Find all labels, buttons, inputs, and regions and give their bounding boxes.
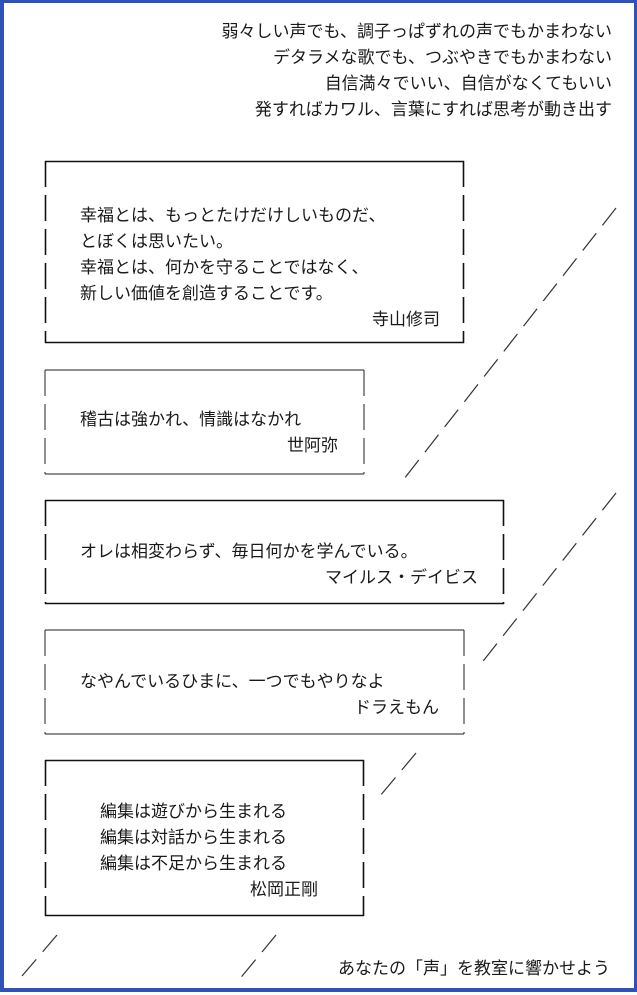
quote-card: なやんでいるひまに、一つでもやりなよ ドラえもん (44, 629, 465, 735)
quote-text-line: 編集は対話から生まれる (100, 828, 287, 848)
intro-line: 発すればカワル、言葉にすれば思考が動き出す (254, 100, 612, 120)
quote-card-border (44, 759, 365, 917)
quote-text-line: なやんでいるひまに、一つでもやりなよ (80, 672, 385, 692)
intro-line: 弱々しい声でも、調子っぱずれの声でもかまわない (221, 22, 613, 42)
quote-text-line: 稽古は強かれ、情識はなかれ (80, 410, 302, 430)
footer-text: あなたの「声」を教室に響かせよう (338, 959, 610, 979)
quote-author: 世阿弥 (287, 436, 338, 456)
quote-text-line: 編集は不足から生まれる (100, 854, 287, 874)
quote-card-border (44, 629, 465, 735)
quote-author: ドラえもん (354, 698, 439, 718)
quote-author: マイルス・デイビス (325, 568, 478, 588)
quote-text-line: 幸福とは、何かを守ることではなく、 (80, 258, 369, 278)
quote-card-border (44, 369, 365, 475)
quote-card: オレは相変わらず、毎日何かを学んでいる。 マイルス・デイビス (44, 499, 505, 605)
quote-text-line: オレは相変わらず、毎日何かを学んでいる。 (80, 542, 418, 562)
quote-card: 稽古は強かれ、情識はなかれ 世阿弥 (44, 369, 365, 475)
quote-author: 松岡正剛 (250, 880, 318, 900)
intro-line: 自信満々でいい、自信がなくてもいい (324, 74, 612, 94)
quote-text-line: 新しい価値を創造することです。 (80, 284, 333, 304)
intro-text: 弱々しい声でも、調子っぱずれの声でもかまわない デタラメな歌でも、つぶやきでもか… (222, 19, 613, 123)
quote-text-line: 編集は遊びから生まれる (100, 802, 287, 822)
intro-line: デタラメな歌でも、つぶやきでもかまわない (273, 48, 612, 68)
quote-text-line: とぼくは思いたい。 (80, 232, 233, 252)
quote-card-border (44, 160, 465, 344)
quote-author: 寺山修司 (372, 310, 440, 330)
quote-card-border (44, 499, 505, 605)
quote-card: 編集は遊びから生まれる 編集は対話から生まれる 編集は不足から生まれる 松岡正剛 (44, 759, 365, 917)
quote-card: 幸福とは、もっとたけだけしいものだ、 とぼくは思いたい。 幸福とは、何かを守るこ… (44, 160, 465, 344)
quote-text-line: 幸福とは、もっとたけだけしいものだ、 (80, 206, 386, 226)
